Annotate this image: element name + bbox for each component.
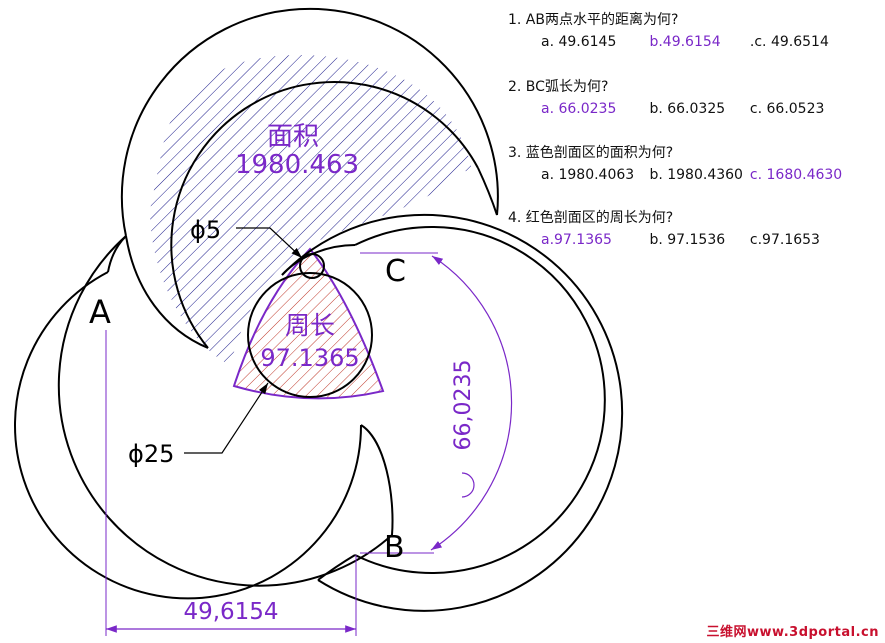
area-label: 面积 bbox=[267, 122, 319, 152]
question-title: 2. BC弧长为何? bbox=[508, 79, 609, 95]
top-ring-outer bbox=[120, 7, 499, 237]
right-ring-inner bbox=[354, 226, 606, 574]
area-value: 1980.463 bbox=[235, 150, 359, 180]
question-3: 3. 蓝色剖面区的面积为何? a. 1980.4063 b. 1980.4360… bbox=[508, 142, 880, 183]
leader-big-circle bbox=[184, 382, 269, 454]
question-1: 1. AB两点水平的距离为何? a. 49.6145 b.49.6154 .c.… bbox=[508, 9, 880, 50]
question-4: 4. 红色剖面区的周长为何? a.97.1365 b. 97.1536 c.97… bbox=[508, 207, 880, 248]
right-ring-outer bbox=[281, 213, 624, 612]
option-b[interactable]: b.49.6154 bbox=[649, 34, 721, 50]
big-circle bbox=[247, 272, 373, 398]
question-options: a. 66.0235 b. 66.0325 c. 66.0523 bbox=[541, 101, 880, 117]
left-ring-cap-right bbox=[360, 424, 394, 536]
big-circle-diameter: ϕ25 bbox=[128, 440, 174, 468]
dimension-arc-bc bbox=[430, 255, 513, 551]
blue-hatched-area bbox=[150, 55, 472, 365]
option-c[interactable]: c. 1680.4630 bbox=[749, 167, 843, 183]
top-ring-cap-right bbox=[477, 167, 498, 216]
question-options: a. 49.6145 b.49.6154 .c. 49.6514 bbox=[541, 34, 880, 50]
option-a[interactable]: a. 49.6145 bbox=[541, 34, 617, 50]
option-c[interactable]: .c. 49.6514 bbox=[749, 34, 829, 50]
option-b[interactable]: b. 1980.4360 bbox=[649, 167, 743, 183]
perimeter-label: 周长 bbox=[285, 311, 335, 340]
red-area-outline bbox=[232, 247, 385, 400]
question-title: 1. AB两点水平的距离为何? bbox=[508, 12, 679, 28]
option-a[interactable]: a. 1980.4063 bbox=[541, 167, 635, 183]
left-ring-outer bbox=[57, 235, 393, 587]
top-ring-inner bbox=[170, 81, 479, 349]
question-2: 2. BC弧长为何? a. 66.0235 b. 66.0325 c. 66.0… bbox=[508, 76, 880, 117]
question-title: 3. 蓝色剖面区的面积为何? bbox=[508, 145, 674, 161]
point-label-a: A bbox=[89, 293, 111, 331]
arc-length-value: 66,0235 bbox=[451, 360, 476, 451]
option-c[interactable]: c. 66.0523 bbox=[749, 101, 825, 117]
small-circle bbox=[299, 253, 325, 279]
left-ring-inner bbox=[14, 271, 363, 600]
option-c[interactable]: c.97.1653 bbox=[749, 232, 820, 248]
point-label-c: C bbox=[385, 254, 406, 289]
option-b[interactable]: b. 97.1536 bbox=[649, 232, 726, 248]
top-ring-cap-left bbox=[125, 235, 209, 349]
small-circle-diameter: ϕ5 bbox=[190, 216, 221, 244]
right-ring-cap-bottom bbox=[317, 554, 356, 581]
left-ring-cap-top bbox=[107, 235, 127, 273]
question-options: a.97.1365 b. 97.1536 c.97.1653 bbox=[541, 232, 880, 248]
perimeter-value: 97.1365 bbox=[260, 344, 359, 372]
right-ring-cap-top bbox=[281, 244, 356, 276]
arc-length-symbol bbox=[461, 472, 475, 498]
option-b[interactable]: b. 66.0325 bbox=[649, 101, 726, 117]
watermark: 三维网www.3dportal.cn bbox=[706, 625, 879, 640]
question-options: a. 1980.4063 b. 1980.4360 c. 1680.4630 bbox=[541, 167, 880, 183]
question-title: 4. 红色剖面区的周长为何? bbox=[508, 210, 674, 226]
option-a[interactable]: a.97.1365 bbox=[541, 232, 612, 248]
red-hatched-area bbox=[234, 249, 383, 399]
horizontal-distance-value: 49,6154 bbox=[183, 599, 278, 625]
point-label-b: B bbox=[384, 530, 405, 565]
leader-small-circle bbox=[236, 227, 303, 259]
option-a[interactable]: a. 66.0235 bbox=[541, 101, 617, 117]
